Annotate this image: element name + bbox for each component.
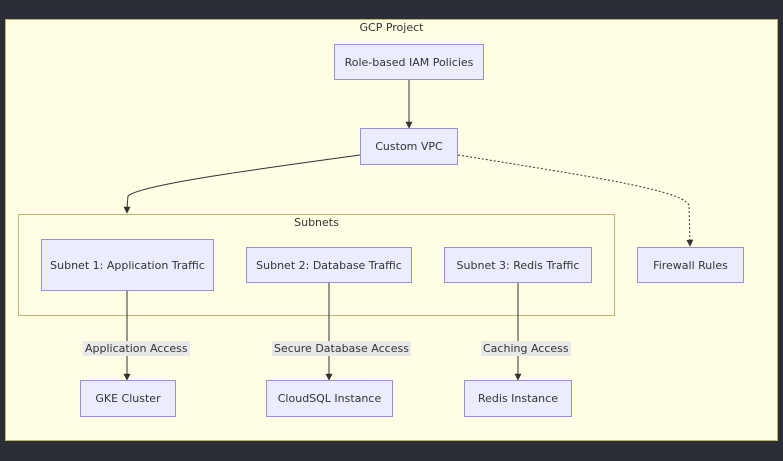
node-cloudsql-instance[interactable]: CloudSQL Instance bbox=[266, 380, 393, 417]
edge-label-application-access: Application Access bbox=[83, 341, 190, 356]
edge-label-secure-database-access: Secure Database Access bbox=[272, 341, 411, 356]
node-custom-vpc[interactable]: Custom VPC bbox=[360, 128, 458, 165]
edge-vpc-firewall bbox=[457, 154, 694, 247]
edge-label-caching-access: Caching Access bbox=[481, 341, 571, 356]
cluster-subnets-title: Subnets bbox=[294, 216, 339, 229]
cluster-gcp-project-title: GCP Project bbox=[359, 21, 424, 34]
node-subnet-3[interactable]: Subnet 3: Redis Traffic bbox=[444, 247, 592, 283]
node-gke-cluster[interactable]: GKE Cluster bbox=[80, 380, 176, 417]
node-subnet-1[interactable]: Subnet 1: Application Traffic bbox=[41, 239, 214, 291]
node-redis-instance[interactable]: Redis Instance bbox=[464, 380, 572, 417]
node-firewall-rules[interactable]: Firewall Rules bbox=[637, 247, 744, 283]
node-iam-policies[interactable]: Role-based IAM Policies bbox=[334, 44, 484, 80]
edge-vpc-subnets bbox=[123, 154, 361, 214]
node-subnet-2[interactable]: Subnet 2: Database Traffic bbox=[246, 247, 412, 283]
